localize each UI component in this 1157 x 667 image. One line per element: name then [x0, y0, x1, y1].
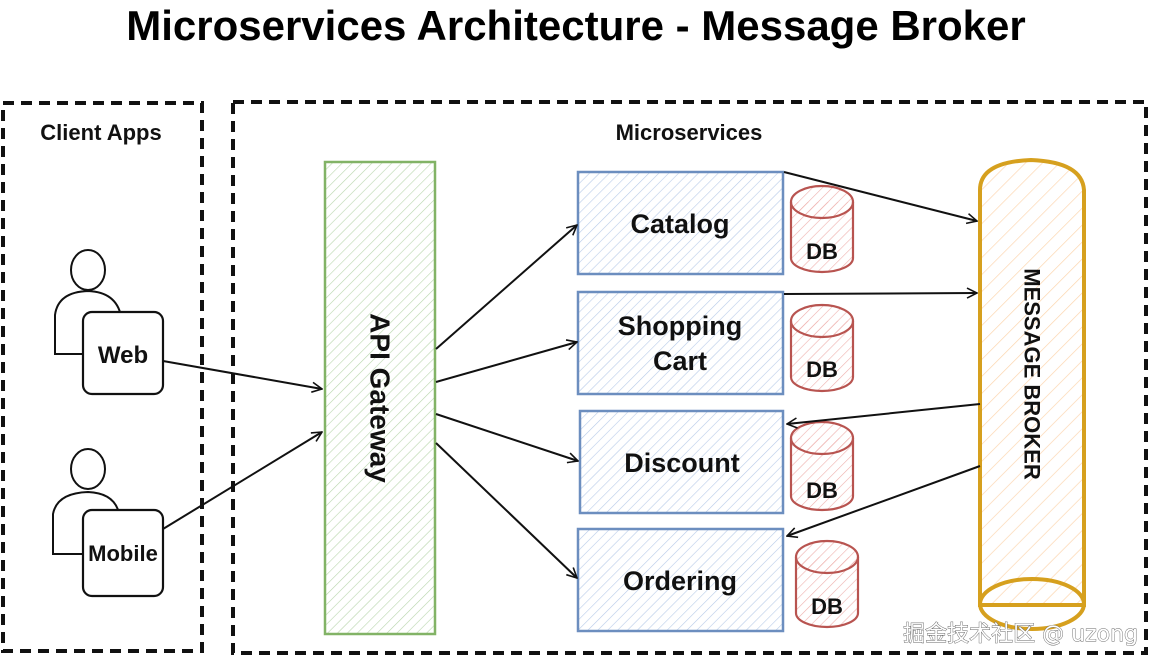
client-web[interactable]: Web [54, 249, 165, 396]
api-gateway-box [323, 160, 437, 636]
arrow-gateway-to-ordering [435, 442, 577, 578]
discount-box [578, 409, 785, 515]
arrow-broker-to-discount [787, 403, 981, 424]
client-mobile[interactable]: Mobile [52, 448, 165, 598]
web-label: Web [98, 342, 148, 369]
database-discount[interactable]: DB [789, 420, 855, 512]
client-apps-boundary [1, 101, 204, 653]
ordering-db-label: DB [811, 594, 843, 619]
arrow-catalog-to-broker [783, 171, 977, 221]
microservices-label: Microservices [616, 120, 763, 145]
catalog-box [576, 170, 785, 276]
client-apps-group: Client Apps [1, 101, 204, 653]
discount-label: Discount [624, 448, 740, 478]
shopping-cart-label-line-1: Shopping [618, 311, 742, 341]
database-ordering[interactable]: DB [794, 539, 860, 629]
ordering-box [576, 527, 785, 633]
arrow-mobile-to-gateway [162, 432, 322, 530]
database-icon [789, 303, 855, 393]
arrow-gateway-to-catalog [435, 225, 577, 350]
services-column: Catalog Shopping Cart Discount Ordering [576, 170, 785, 633]
service-ordering[interactable]: Ordering [576, 527, 785, 633]
database-shopping-cart[interactable]: DB [789, 303, 855, 393]
diagram-title: Microservices Architecture - Message Bro… [126, 2, 1026, 49]
catalog-label: Catalog [630, 209, 729, 239]
discount-db-label: DB [806, 478, 838, 503]
shopping-cart-db-label: DB [806, 357, 838, 382]
connectors [162, 171, 981, 578]
service-shopping-cart[interactable]: Shopping Cart [576, 290, 785, 396]
arrow-gateway-to-shopping-cart [435, 342, 577, 383]
database-icon [794, 539, 860, 629]
arrow-gateway-to-discount [435, 413, 578, 461]
database-icon [789, 420, 855, 512]
client-apps-label: Client Apps [40, 120, 161, 145]
ordering-label: Ordering [623, 566, 737, 596]
shopping-cart-label-line-2: Cart [653, 346, 707, 376]
queue-cylinder-icon [978, 157, 1086, 631]
shopping-cart-box [576, 290, 785, 396]
mobile-app-box [81, 508, 165, 598]
microservices-group: Microservices [231, 100, 1148, 655]
arrow-shopping-cart-to-broker [783, 293, 977, 294]
database-icon [789, 184, 855, 274]
mobile-label: Mobile [88, 541, 158, 566]
microservices-boundary [231, 100, 1148, 655]
arrow-broker-to-ordering [787, 465, 981, 536]
api-gateway-label: API Gateway [365, 313, 396, 483]
message-broker[interactable]: MESSAGE BROKER [978, 157, 1086, 631]
arrow-web-to-gateway [162, 360, 322, 389]
api-gateway[interactable]: API Gateway [323, 160, 437, 636]
catalog-db-label: DB [806, 239, 838, 264]
message-broker-label: MESSAGE BROKER [1020, 268, 1045, 480]
web-app-box [81, 310, 165, 396]
service-discount[interactable]: Discount [578, 409, 785, 515]
database-catalog[interactable]: DB [789, 184, 855, 274]
watermark: 掘金技术社区 @ uzong [903, 622, 1138, 647]
service-catalog[interactable]: Catalog [576, 170, 785, 276]
